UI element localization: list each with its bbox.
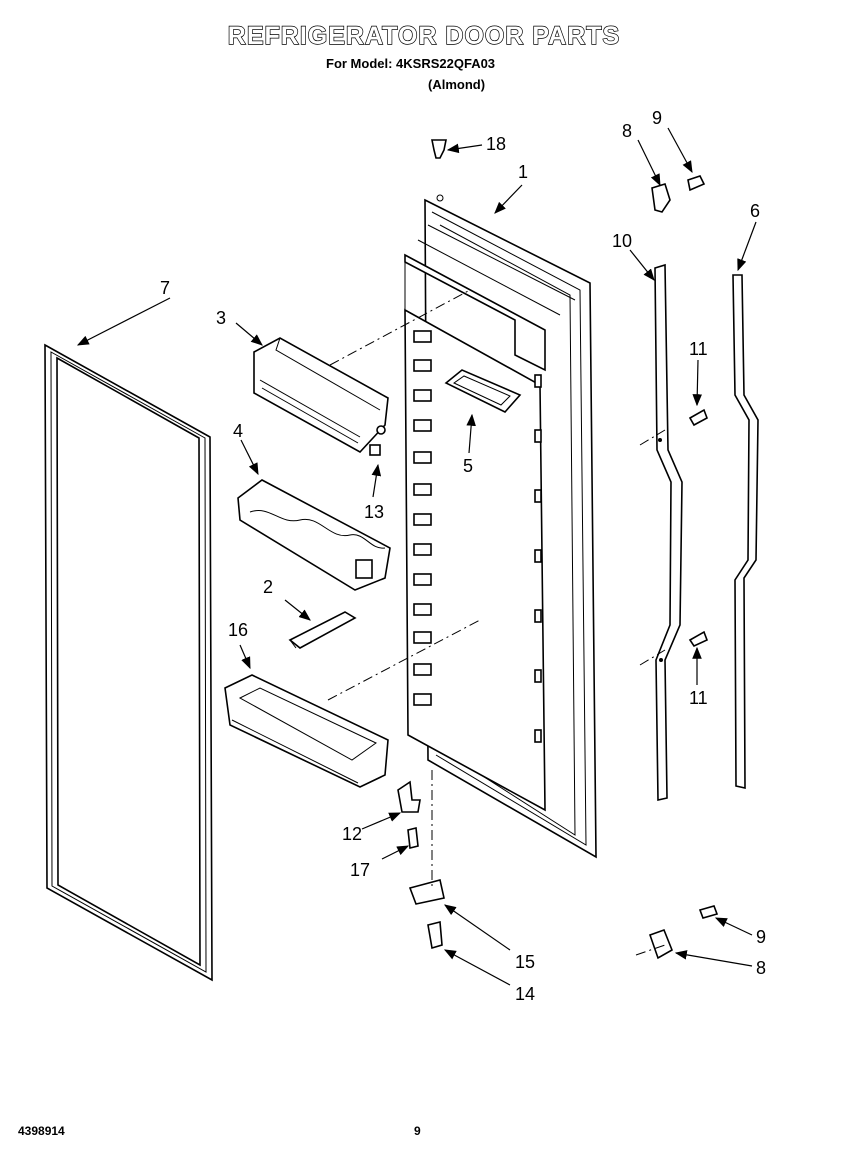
egg-tray [444, 369, 522, 413]
callout-15: 15 [515, 952, 535, 972]
callout-11-top: 11 [689, 339, 708, 359]
assembly-lines [327, 289, 666, 956]
bottom-hinge-bracket [648, 905, 719, 960]
bottom-door-bin [224, 674, 389, 788]
document-number: 4398914 [18, 1124, 65, 1138]
callout-3: 3 [216, 308, 226, 328]
handle-bracket [654, 263, 683, 801]
callout-13: 13 [364, 502, 384, 522]
bin-retainer [288, 611, 357, 649]
door-bin [237, 479, 391, 591]
dairy-compartment [253, 337, 389, 456]
callout-16: 16 [228, 620, 248, 640]
page-number: 9 [414, 1124, 421, 1138]
callout-5: 5 [463, 456, 473, 476]
callout-12: 12 [342, 824, 362, 844]
callout-18: 18 [486, 134, 506, 154]
callout-10: 10 [612, 231, 632, 251]
callout-8-bottom: 8 [756, 958, 766, 978]
door-liner [404, 194, 597, 859]
callout-14: 14 [515, 984, 535, 1004]
page-title: REFRIGERATOR DOOR PARTS [227, 21, 621, 50]
leader-lines [76, 127, 757, 986]
callout-4: 4 [233, 421, 243, 441]
handle-screws [688, 408, 709, 648]
callout-8-top: 8 [622, 121, 632, 141]
model-line: For Model: 4KSRS22QFA03 [326, 56, 496, 71]
door-gasket [44, 343, 213, 982]
callout-9-bottom: 9 [756, 927, 766, 947]
callout-7: 7 [160, 278, 170, 298]
callout-11-bottom: 11 [689, 688, 708, 708]
callout-17: 17 [350, 860, 370, 880]
callout-1: 1 [518, 162, 528, 182]
liner-shelf-tabs [413, 330, 542, 743]
top-hinge-bracket [651, 175, 706, 213]
color-line: (Almond) [428, 77, 486, 92]
callout-9-top: 9 [652, 108, 662, 128]
lower-hinge-parts [397, 780, 445, 950]
callout-6: 6 [750, 201, 760, 221]
callout-2: 2 [263, 577, 273, 597]
plug-button [431, 139, 447, 159]
handle-trim [732, 274, 759, 789]
